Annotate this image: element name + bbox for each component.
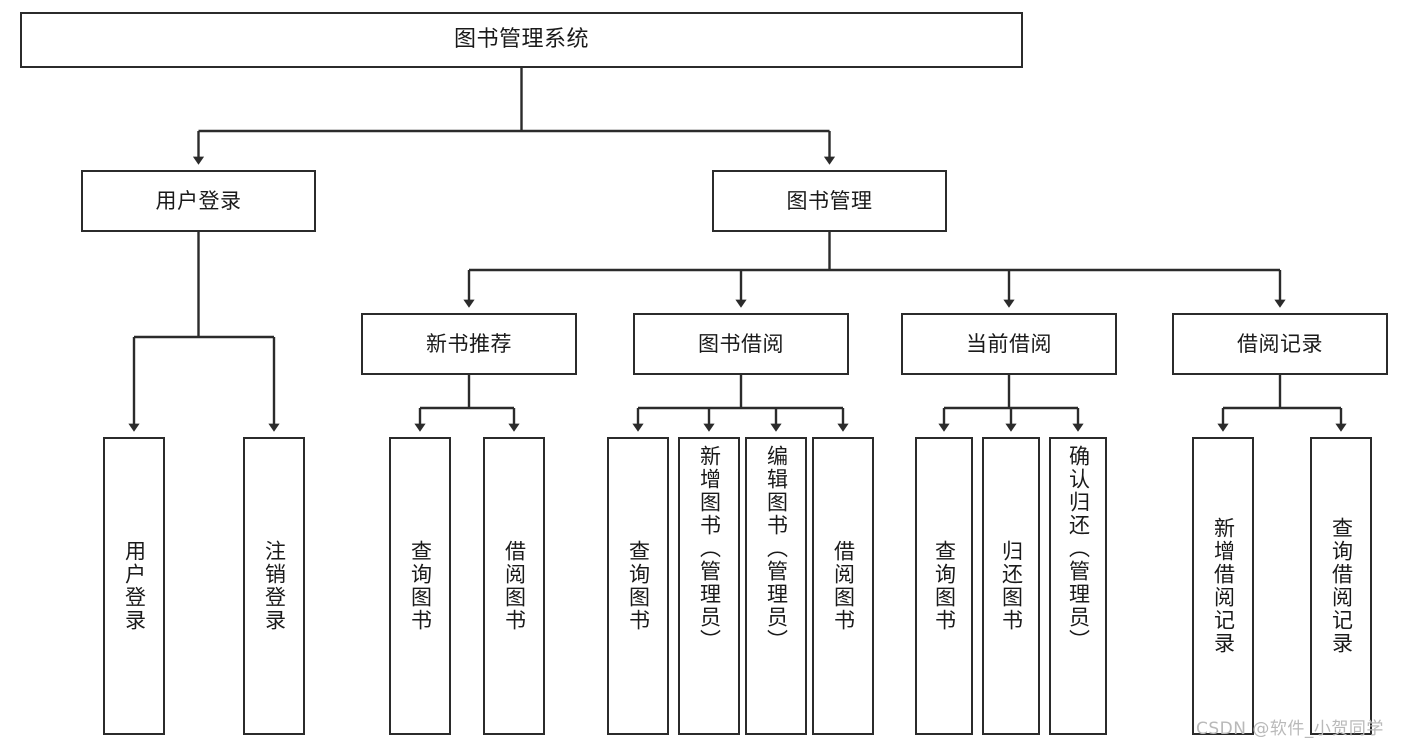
node-book-borrow[interactable]: 图书借阅 <box>633 313 849 375</box>
leaf-query-book-borrow[interactable]: 查询图书 <box>607 437 669 735</box>
leaf-confirm-return-admin[interactable]: 确认归还（管理员） <box>1049 437 1107 735</box>
node-label: 注销登录 <box>262 540 287 632</box>
leaf-return-book[interactable]: 归还图书 <box>982 437 1040 735</box>
node-book-manage[interactable]: 图书管理 <box>712 170 947 232</box>
node-label: 图书管理 <box>786 188 873 213</box>
node-label: 新增图书（管理员） <box>697 445 722 652</box>
node-label: 查询图书 <box>626 540 651 632</box>
csdn-watermark: CSDN @软件_小贺同学 <box>1196 719 1384 739</box>
node-root-system[interactable]: 图书管理系统 <box>20 12 1023 68</box>
node-label: 编辑图书（管理员） <box>764 445 789 652</box>
node-label: 归还图书 <box>999 540 1024 632</box>
leaf-borrow-book-recommend[interactable]: 借阅图书 <box>483 437 545 735</box>
node-label: 用户登录 <box>122 540 147 632</box>
leaf-add-borrow-record[interactable]: 新增借阅记录 <box>1192 437 1254 735</box>
node-new-book-recommend[interactable]: 新书推荐 <box>361 313 577 375</box>
leaf-query-book-current[interactable]: 查询图书 <box>915 437 973 735</box>
node-label: 查询借阅记录 <box>1329 517 1354 655</box>
leaf-add-book-admin[interactable]: 新增图书（管理员） <box>678 437 740 735</box>
leaf-borrow-book[interactable]: 借阅图书 <box>812 437 874 735</box>
node-label: 新增借阅记录 <box>1211 517 1236 655</box>
node-label: 借阅图书 <box>502 540 527 632</box>
leaf-user-login[interactable]: 用户登录 <box>103 437 165 735</box>
node-label: 图书管理系统 <box>453 27 589 53</box>
node-label: 新书推荐 <box>426 331 512 356</box>
node-current-borrow[interactable]: 当前借阅 <box>901 313 1117 375</box>
node-label: 确认归还（管理员） <box>1066 445 1091 652</box>
node-label: 借阅记录 <box>1237 331 1323 356</box>
node-label: 用户登录 <box>155 188 242 213</box>
node-label: 查询图书 <box>932 540 957 632</box>
node-borrow-record[interactable]: 借阅记录 <box>1172 313 1388 375</box>
node-label: 图书借阅 <box>698 331 784 356</box>
node-user-login[interactable]: 用户登录 <box>81 170 316 232</box>
leaf-query-book-recommend[interactable]: 查询图书 <box>389 437 451 735</box>
node-label: 借阅图书 <box>831 540 856 632</box>
leaf-logout[interactable]: 注销登录 <box>243 437 305 735</box>
node-label: 当前借阅 <box>966 331 1052 356</box>
node-label: 查询图书 <box>408 540 433 632</box>
leaf-query-borrow-record[interactable]: 查询借阅记录 <box>1310 437 1372 735</box>
leaf-edit-book-admin[interactable]: 编辑图书（管理员） <box>745 437 807 735</box>
